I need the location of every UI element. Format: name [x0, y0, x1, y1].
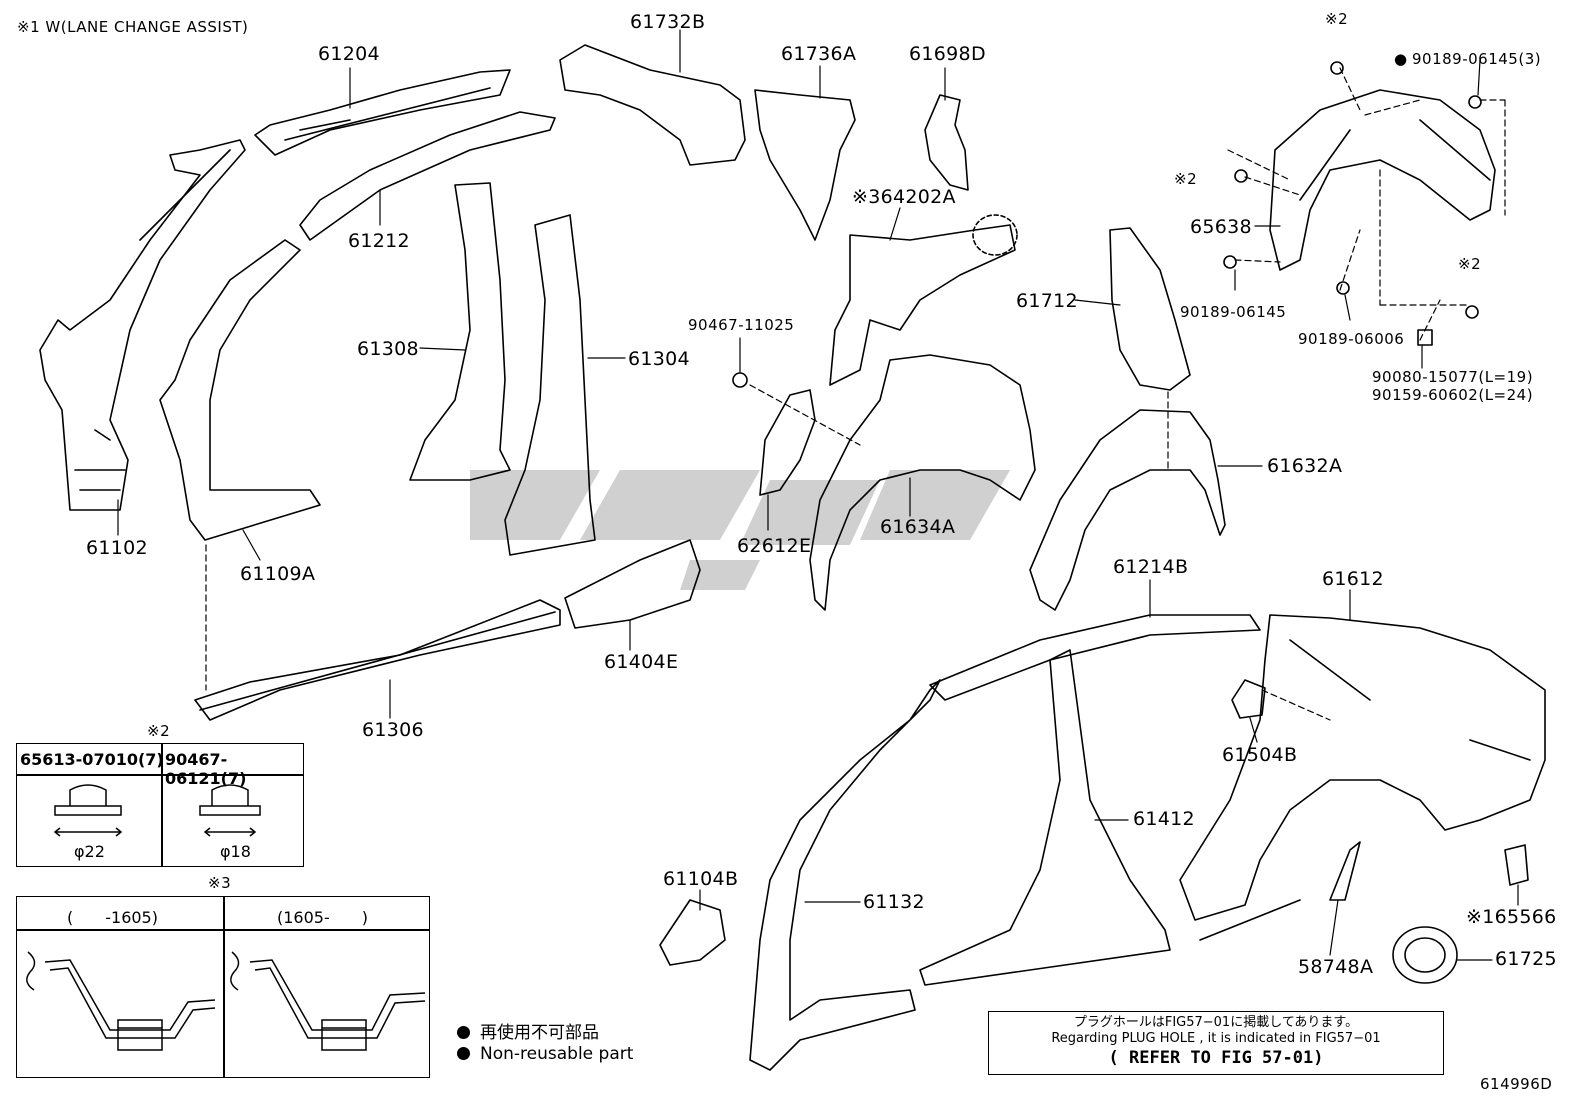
label-64202A[interactable]: ※364202A [852, 186, 956, 208]
part-64202A-shape [829, 224, 1016, 386]
label-61102[interactable]: 61102 [86, 537, 148, 559]
label-62612E[interactable]: 62612E [737, 535, 812, 557]
clip-65613-header[interactable]: 65613-07010(7) [20, 750, 164, 769]
figure-id: 614996D [1480, 1075, 1553, 1093]
mark-2-top: ※2 [1325, 10, 1349, 28]
part-61306-shape [194, 599, 561, 721]
header-note: ※1 W(LANE CHANGE ASSIST) [17, 18, 249, 36]
part-61634A-shape [809, 354, 1036, 611]
clip-table: 65613-07010(7) 90467-06121(7) φ22 φ18 [16, 743, 304, 867]
part-61632A-shape [1029, 409, 1226, 611]
bullet-icon [457, 1026, 470, 1039]
label-61204[interactable]: 61204 [318, 43, 380, 65]
label-61736A[interactable]: 61736A [781, 43, 857, 65]
label-90189-06006[interactable]: 90189-06006 [1298, 330, 1405, 348]
label-58748A[interactable]: 58748A [1298, 956, 1374, 978]
clip-90467-header[interactable]: 90467-06121(7) [165, 750, 247, 788]
plug-hole-note: プラグホールはFIG57−01に掲載してあります。 Regarding PLUG… [988, 1011, 1444, 1075]
part-61698D-shape [924, 94, 969, 191]
part-61212-shape [299, 111, 556, 241]
bullet-icon [457, 1047, 470, 1060]
part-61102-shape [39, 139, 246, 511]
label-61634A[interactable]: 61634A [880, 516, 956, 538]
mark-2-right: ※2 [1458, 255, 1482, 273]
label-61725[interactable]: 61725 [1495, 948, 1557, 970]
label-61732B[interactable]: 61732B [630, 11, 706, 33]
label-65566[interactable]: ※165566 [1466, 906, 1557, 928]
section-after-1605: (1605- ) [277, 908, 368, 927]
label-61109A[interactable]: 61109A [240, 563, 316, 585]
label-61698D[interactable]: 61698D [909, 43, 986, 65]
part-61712-shape [1109, 227, 1191, 391]
mark-2-left: ※2 [1174, 170, 1198, 188]
label-61132[interactable]: 61132 [863, 891, 925, 913]
part-61612-shape [1179, 614, 1546, 921]
label-90080-15077[interactable]: 90080-15077(L=19) [1372, 368, 1534, 386]
label-61214B[interactable]: 61214B [1113, 556, 1189, 578]
label-61104B[interactable]: 61104B [663, 868, 739, 890]
label-61612[interactable]: 61612 [1322, 568, 1384, 590]
label-61504B[interactable]: 61504B [1222, 744, 1298, 766]
part-65638-shape [1269, 89, 1496, 271]
watermark-logo [470, 470, 1010, 590]
label-61304[interactable]: 61304 [628, 348, 690, 370]
part-61504B-shape [1231, 679, 1266, 719]
table-divider [17, 774, 303, 776]
legend-non-reusable-jp: 再使用不可部品 [457, 1018, 599, 1043]
table-divider [223, 897, 225, 1077]
label-61412[interactable]: 61412 [1133, 808, 1195, 830]
label-90467-11025[interactable]: 90467-11025 [688, 316, 795, 334]
part-65566-shape [1504, 844, 1529, 886]
part-61109A-shape [159, 239, 321, 541]
clip-table-mark: ※2 [147, 722, 171, 740]
label-90189-06145[interactable]: 90189-06145 [1180, 303, 1287, 321]
legend-non-reusable-en: Non-reusable part [457, 1044, 633, 1064]
part-61725-shape [1392, 926, 1458, 984]
section-table-mark: ※3 [208, 874, 232, 892]
label-61212[interactable]: 61212 [348, 230, 410, 252]
label-90189-06145-3[interactable]: 90189-06145(3) [1412, 50, 1542, 68]
label-61404E[interactable]: 61404E [604, 651, 679, 673]
part-61214B-shape [929, 614, 1261, 701]
non-reusable-dot-icon: ● [1394, 50, 1408, 68]
part-61412-shape [919, 649, 1171, 986]
part-61204-shape [254, 69, 511, 156]
table-divider [161, 744, 163, 866]
label-61712[interactable]: 61712 [1016, 290, 1078, 312]
part-61132-shape [749, 679, 941, 1071]
label-61306[interactable]: 61306 [362, 719, 424, 741]
part-61732B-shape [559, 44, 746, 166]
part-61736A-shape [754, 89, 856, 241]
section-before-1605: ( -1605) [67, 908, 158, 927]
label-65638[interactable]: 65638 [1190, 216, 1252, 238]
part-58748A-shape [1329, 841, 1361, 901]
part-61304-shape [504, 214, 596, 556]
clip-90467-diameter: φ18 [220, 842, 251, 861]
label-61308[interactable]: 61308 [357, 338, 419, 360]
part-61104B-shape [659, 899, 726, 966]
label-61632A[interactable]: 61632A [1267, 455, 1343, 477]
part-61404E-shape [564, 539, 701, 629]
note-refer-link[interactable]: ( REFER TO FIG 57-01) [1108, 1048, 1324, 1069]
part-62612E-shape [759, 389, 816, 496]
clip-65613-diameter: φ22 [74, 842, 105, 861]
table-divider [17, 929, 429, 931]
label-90159-60602[interactable]: 90159-60602(L=24) [1372, 386, 1534, 404]
note-line-jp: プラグホールはFIG57−01に掲載してあります。 [1073, 1015, 1359, 1030]
part-61308-shape [409, 182, 511, 481]
note-line-en: Regarding PLUG HOLE , it is indicated in… [1051, 1030, 1381, 1046]
section-table: ( -1605) (1605- ) [16, 896, 430, 1078]
